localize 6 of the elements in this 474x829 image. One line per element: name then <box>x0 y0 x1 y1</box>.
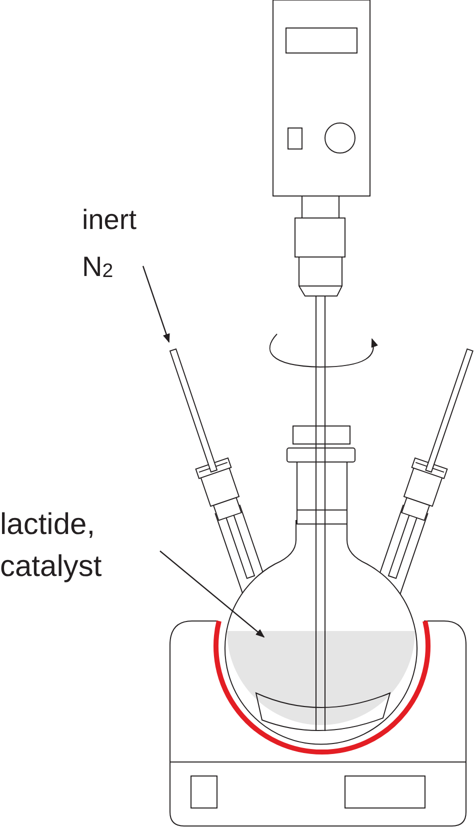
leader-arrow <box>142 266 170 343</box>
leader-arrow <box>160 550 265 638</box>
label-text: lactide, catalyst <box>0 504 140 588</box>
label-text: inert N$_{2}$ <box>82 196 174 294</box>
liquid <box>227 631 415 725</box>
needle-tube <box>169 348 218 473</box>
